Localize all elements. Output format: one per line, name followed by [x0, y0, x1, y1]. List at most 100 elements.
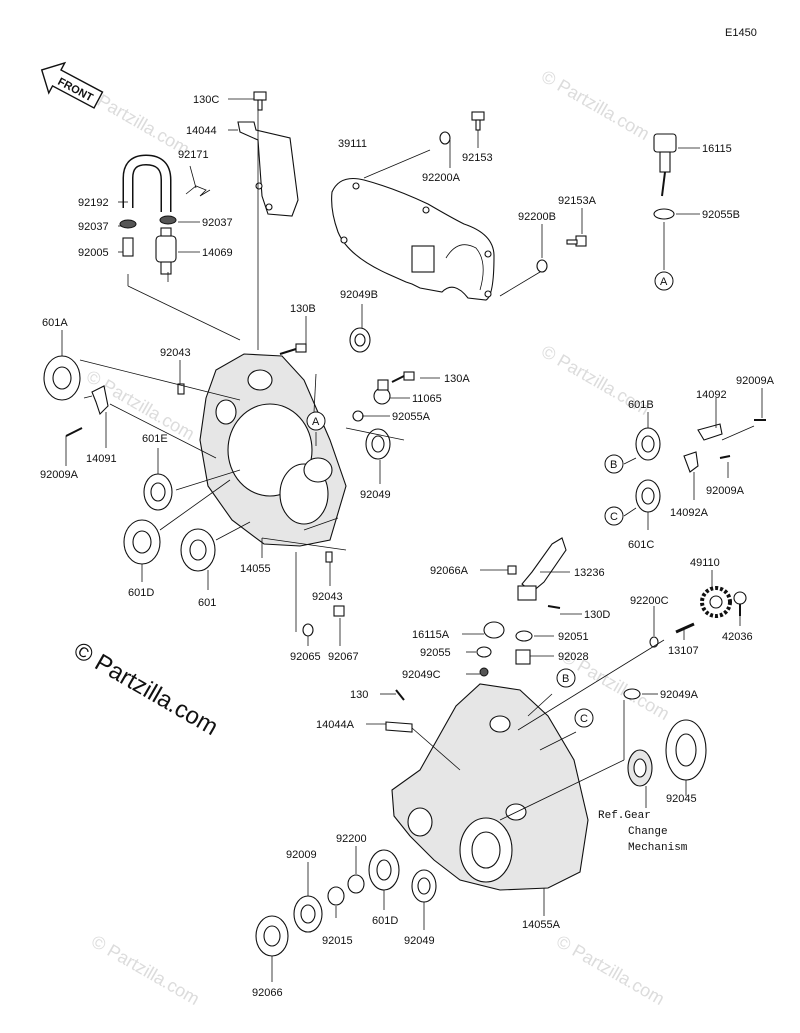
label-92009: 92009 [286, 849, 317, 861]
clamp-92037b [159, 215, 177, 225]
label-14055: 14055 [240, 563, 271, 575]
seal-92049-lower [411, 869, 437, 903]
label-92200B: 92200B [518, 211, 556, 223]
label-92049a: 92049 [360, 489, 391, 501]
partzilla-watermark: © Partzilla.com [69, 637, 223, 741]
bolt-130D [547, 605, 561, 609]
label-92049A: 92049A [660, 689, 699, 701]
label-14092: 14092 [696, 389, 727, 401]
callout-A2: A [306, 411, 326, 431]
label-92049B: 92049B [340, 289, 378, 301]
nut-92067 [333, 605, 345, 617]
label-92055A: 92055A [392, 411, 431, 423]
lever-13236 [517, 537, 567, 601]
label-92045: 92045 [666, 793, 697, 805]
pin-92043b [325, 551, 333, 563]
gasket-39111 [331, 177, 495, 301]
callout-A1-text: A [660, 276, 668, 288]
label-13236: 13236 [574, 567, 605, 579]
bracket-14044 [237, 121, 299, 217]
watermark-2: © Partzilla.com [538, 66, 653, 144]
clip-92171 [185, 185, 211, 197]
label-92153A: 92153A [558, 195, 597, 207]
callout-C2: C [574, 708, 594, 728]
bearing-601A [43, 355, 81, 401]
washer-92065 [302, 623, 314, 637]
seal-92049C [479, 667, 489, 677]
washer-92051 [515, 630, 533, 642]
label-92009Ac: 92009A [706, 485, 745, 497]
nozzle-92005 [122, 237, 134, 257]
label-92051: 92051 [558, 631, 589, 643]
breather-14069 [155, 227, 177, 275]
label-130A: 130A [444, 373, 470, 385]
callout-C1-text: C [610, 511, 618, 523]
bearing-601B [635, 427, 661, 461]
label-92005: 92005 [78, 247, 109, 259]
plate-14092 [697, 423, 723, 441]
watermark-6: © Partzilla.com [88, 931, 203, 1009]
washer-92200C [649, 636, 659, 648]
cover-14055 [199, 353, 347, 547]
bolt-130B [279, 343, 307, 355]
label-49110: 49110 [690, 557, 720, 569]
label-42036: 42036 [722, 631, 753, 643]
plate-14044A [385, 721, 413, 733]
bolt-92153A [566, 235, 587, 247]
label-16115: 16115 [702, 143, 732, 155]
label-601D: 601D [128, 587, 154, 599]
callout-B1: B [604, 454, 624, 474]
callout-A2-text: A [312, 416, 320, 428]
label-92200C: 92200C [630, 595, 669, 607]
label-39111: 39111 [338, 138, 367, 150]
label-92066A: 92066A [430, 565, 469, 577]
label-92043b: 92043 [312, 591, 343, 603]
oring-92055A [352, 410, 364, 422]
callout-C2-text: C [580, 713, 588, 725]
watermark-7: © Partzilla.com [553, 931, 668, 1009]
part-labels: 130C 14044 92171 92192 92037 92037 92005… [40, 94, 775, 999]
callout-B2-text: B [562, 673, 569, 685]
label-92028: 92028 [558, 651, 589, 663]
plate-14092A [683, 451, 699, 473]
washer-92200A [439, 131, 451, 145]
oring-92055 [476, 646, 492, 658]
label-11065: 11065 [412, 393, 442, 405]
leader-lines [61, 98, 763, 982]
cap-11065 [373, 379, 391, 405]
seal-92049A [623, 688, 641, 700]
label-92200A: 92200A [422, 172, 461, 184]
label-92055: 92055 [420, 647, 451, 659]
label-14092A: 14092A [670, 507, 709, 519]
gear-ref [627, 749, 653, 787]
bolt-130 [395, 689, 405, 701]
bolt-92009A-right2 [719, 455, 731, 459]
label-92049b: 92049 [404, 935, 435, 947]
label-14044A: 14044A [316, 719, 355, 731]
callout-B2: B [556, 668, 576, 688]
label-601D2: 601D [372, 915, 398, 927]
bolt-130A [391, 371, 415, 383]
collar-92028 [515, 649, 531, 665]
seal-92066 [255, 915, 289, 957]
ref-note-line2: Change [628, 826, 668, 838]
ref-note-line3: Mechanism [628, 842, 688, 854]
label-601E: 601E [142, 433, 168, 445]
washer-92200 [347, 874, 365, 894]
ref-note-line1: Ref.Gear [598, 810, 651, 822]
label-14044: 14044 [186, 125, 217, 137]
seal-92009 [293, 895, 323, 933]
label-92009Aa: 92009A [40, 469, 79, 481]
callout-C1: C [604, 506, 624, 526]
label-130D: 130D [584, 609, 610, 621]
nut-92066A [507, 565, 517, 575]
bearing-601D-lower [368, 849, 400, 891]
bolt-92153 [471, 111, 485, 131]
label-92043a: 92043 [160, 347, 191, 359]
washer-92200B [536, 259, 548, 273]
label-14069: 14069 [202, 247, 233, 259]
crankcase-14055A [391, 683, 589, 891]
label-601C: 601C [628, 539, 654, 551]
bearing-92045 [665, 719, 707, 781]
